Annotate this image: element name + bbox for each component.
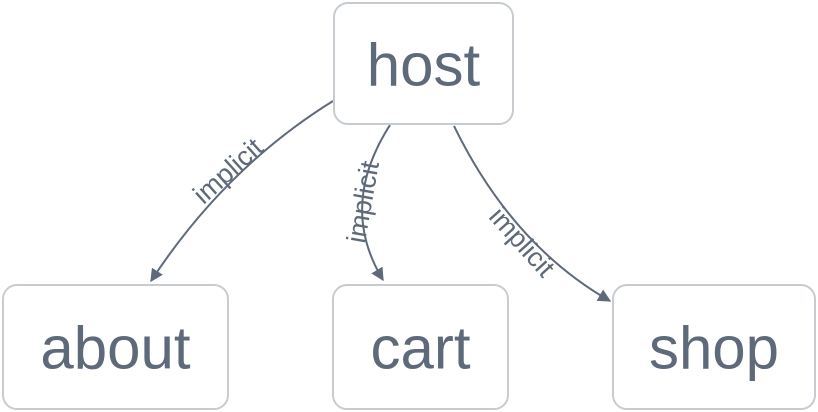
edge-host-cart-label: implicit [341, 158, 385, 245]
node-about[interactable]: about [2, 284, 229, 410]
node-shop-label: shop [649, 315, 779, 382]
node-about-box[interactable] [2, 284, 229, 410]
node-cart-box[interactable] [332, 284, 509, 410]
node-about-label: about [40, 315, 190, 382]
node-host-box[interactable] [333, 2, 514, 125]
edge-host-cart [361, 124, 391, 282]
node-host-label: host [367, 32, 481, 99]
node-cart[interactable]: cart [332, 284, 509, 410]
node-host[interactable]: host [333, 2, 514, 125]
edge-host-about-label: implicit [187, 132, 269, 210]
node-cart-label: cart [370, 315, 470, 382]
edge-host-shop-label: implicit [483, 201, 561, 283]
edge-host-about [150, 100, 334, 283]
edge-host-shop [453, 125, 612, 302]
edge-group: implicit implicit implicit [150, 100, 612, 302]
node-shop-box[interactable] [612, 284, 816, 410]
node-shop[interactable]: shop [612, 284, 816, 410]
